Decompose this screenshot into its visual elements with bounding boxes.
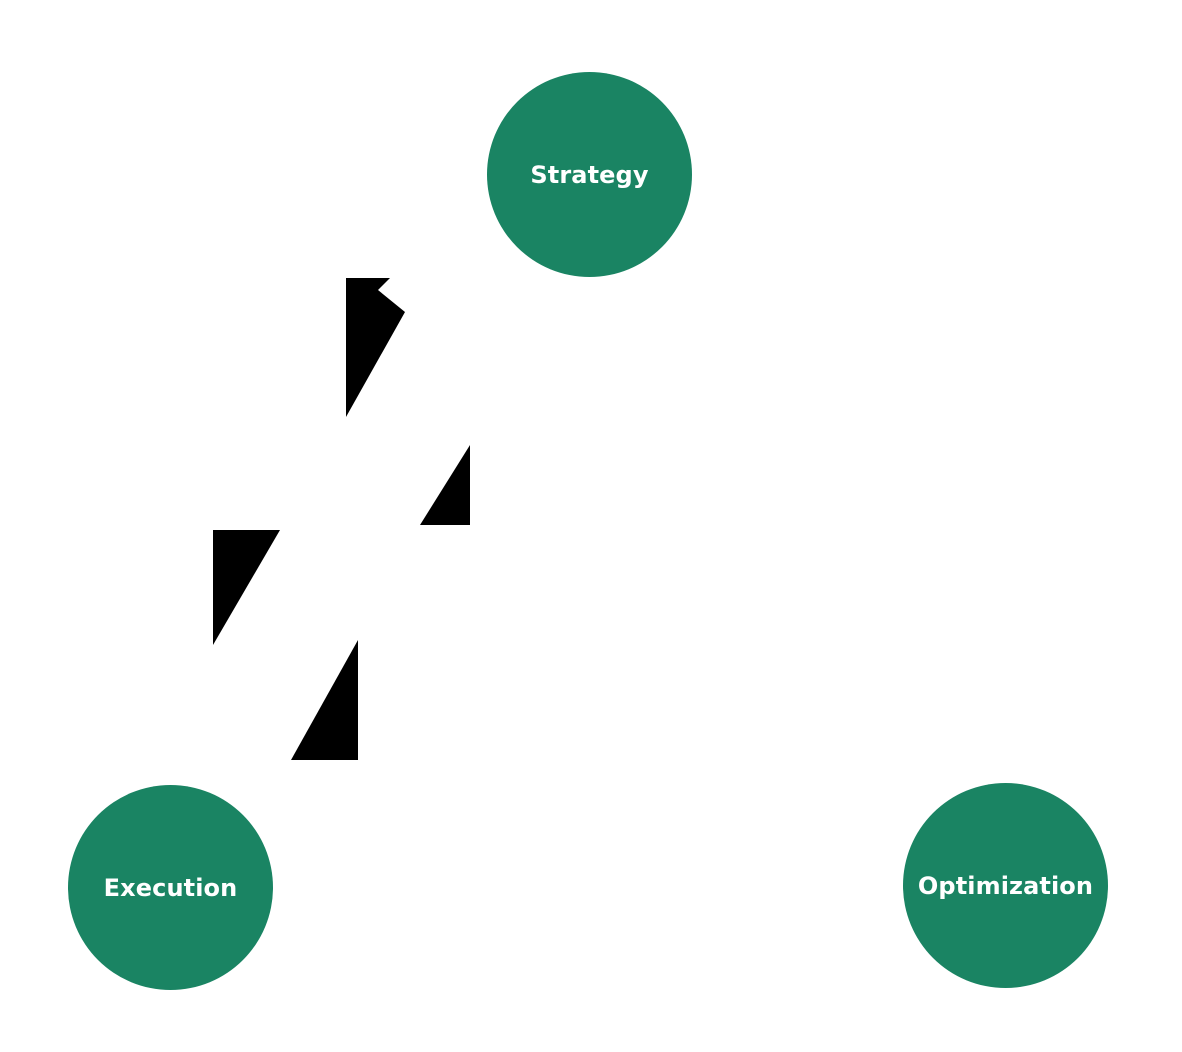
- node-strategy[interactable]: Strategy: [487, 72, 692, 277]
- node-optimization-label: Optimization: [917, 871, 1094, 900]
- node-execution[interactable]: Execution: [68, 785, 273, 990]
- arrow-dash-segment-4: [291, 640, 358, 760]
- arrow-dash-segment-3: [213, 530, 280, 645]
- diagram-viewport: Strategy Execution Optimization: [68, 72, 1108, 990]
- node-strategy-label: Strategy: [530, 160, 649, 189]
- node-optimization[interactable]: Optimization: [903, 783, 1108, 988]
- arrow-dash-segment-2: [420, 445, 470, 525]
- arrow-head-segment: [346, 278, 405, 417]
- node-execution-label: Execution: [103, 873, 238, 902]
